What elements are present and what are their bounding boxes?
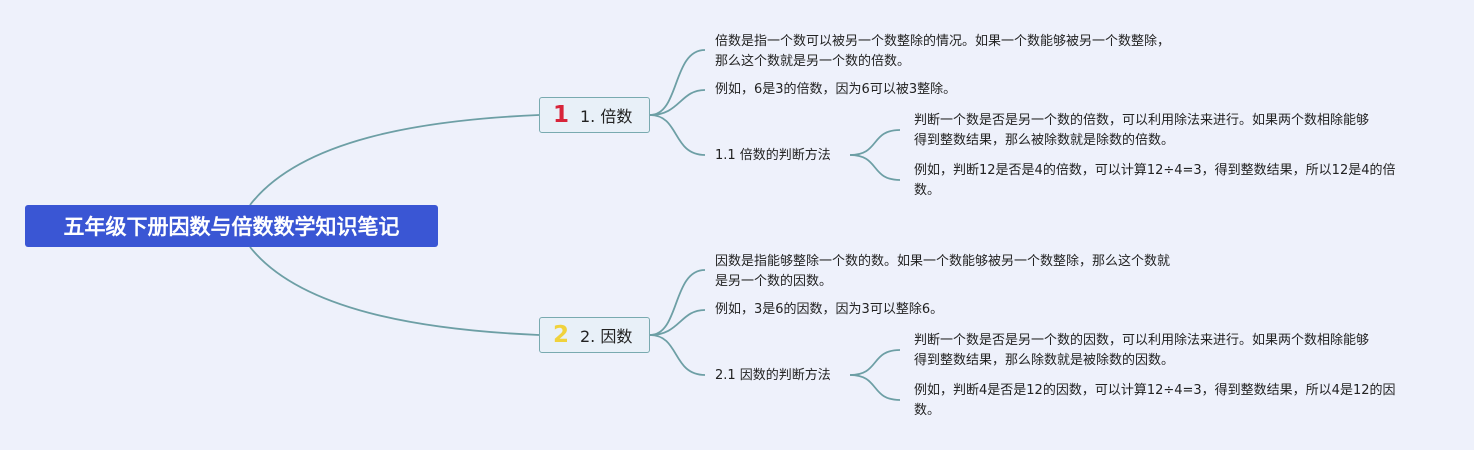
- detail-line: 判断一个数是否是另一个数的因数，可以利用除法来进行。如果两个数相除能够: [914, 333, 1370, 348]
- detail-line: 得到整数结果，那么除数就是被除数的因数。: [914, 353, 1175, 368]
- link-method-2-detail-1: [849, 349, 901, 376]
- link-branch-2-note-2: [649, 309, 706, 336]
- subtopic-label: 2.1 因数的判断方法: [715, 368, 831, 383]
- priority-1-icon: 1: [552, 102, 569, 128]
- branch-topic-factors[interactable]: 2 2. 因数: [539, 317, 650, 353]
- note-line: 因数是指能够整除一个数的数。如果一个数能够被另一个数整除，那么这个数就: [715, 254, 1171, 269]
- detail-line: 得到整数结果，那么被除数就是除数的倍数。: [914, 133, 1175, 148]
- detail-multiples-rule[interactable]: 判断一个数是否是另一个数的倍数，可以利用除法来进行。如果两个数相除能够 得到整数…: [914, 111, 1369, 151]
- link-root-branch-2: [249, 246, 540, 336]
- link-root-branch-1: [249, 114, 540, 206]
- detail-line: 判断一个数是否是另一个数的倍数，可以利用除法来进行。如果两个数相除能够: [914, 113, 1370, 128]
- link-method-1-detail-2: [849, 154, 901, 181]
- detail-line: 数。: [914, 183, 941, 198]
- link-branch-1-method: [649, 114, 706, 156]
- note-line: 是另一个数的因数。: [715, 274, 833, 289]
- note-multiples-example[interactable]: 例如，6是3的倍数，因为6可以被3整除。: [715, 80, 956, 100]
- link-branch-1-note-1: [649, 49, 706, 116]
- link-branch-2-method: [649, 334, 706, 376]
- note-factors-definition[interactable]: 因数是指能够整除一个数的数。如果一个数能够被另一个数整除，那么这个数就 是另一个…: [715, 252, 1170, 292]
- link-branch-2-note-1: [649, 269, 706, 336]
- root-topic[interactable]: 五年级下册因数与倍数数学知识笔记: [25, 205, 438, 247]
- note-line: 例如，3是6的因数，因为3可以整除6。: [715, 302, 944, 317]
- note-multiples-definition[interactable]: 倍数是指一个数可以被另一个数整除的情况。如果一个数能够被另一个数整除， 那么这个…: [715, 32, 1170, 72]
- detail-line: 例如，判断12是否是4的倍数，可以计算12÷4=3，得到整数结果，所以12是4的…: [914, 163, 1396, 178]
- subtopic-factors-method[interactable]: 2.1 因数的判断方法: [715, 366, 831, 386]
- detail-line: 数。: [914, 403, 941, 418]
- link-method-2-detail-2: [849, 374, 901, 401]
- priority-2-icon: 2: [552, 322, 569, 348]
- subtopic-multiples-method[interactable]: 1.1 倍数的判断方法: [715, 146, 831, 166]
- note-line: 那么这个数就是另一个数的倍数。: [715, 54, 911, 69]
- subtopic-label: 1.1 倍数的判断方法: [715, 148, 831, 163]
- note-line: 倍数是指一个数可以被另一个数整除的情况。如果一个数能够被另一个数整除，: [715, 34, 1171, 49]
- detail-line: 例如，判断4是否是12的因数，可以计算12÷4=3，得到整数结果，所以4是12的…: [914, 383, 1396, 398]
- note-line: 例如，6是3的倍数，因为6可以被3整除。: [715, 82, 957, 97]
- detail-factors-rule[interactable]: 判断一个数是否是另一个数的因数，可以利用除法来进行。如果两个数相除能够 得到整数…: [914, 331, 1369, 371]
- note-factors-example[interactable]: 例如，3是6的因数，因为3可以整除6。: [715, 300, 943, 320]
- branch-label: 1. 倍数: [580, 107, 633, 126]
- detail-multiples-example[interactable]: 例如，判断12是否是4的倍数，可以计算12÷4=3，得到整数结果，所以12是4的…: [914, 161, 1396, 201]
- detail-factors-example[interactable]: 例如，判断4是否是12的因数，可以计算12÷4=3，得到整数结果，所以4是12的…: [914, 381, 1396, 421]
- link-method-1-detail-1: [849, 129, 901, 156]
- link-branch-1-note-2: [649, 89, 706, 116]
- branch-label: 2. 因数: [580, 327, 633, 346]
- branch-topic-multiples[interactable]: 1 1. 倍数: [539, 97, 650, 133]
